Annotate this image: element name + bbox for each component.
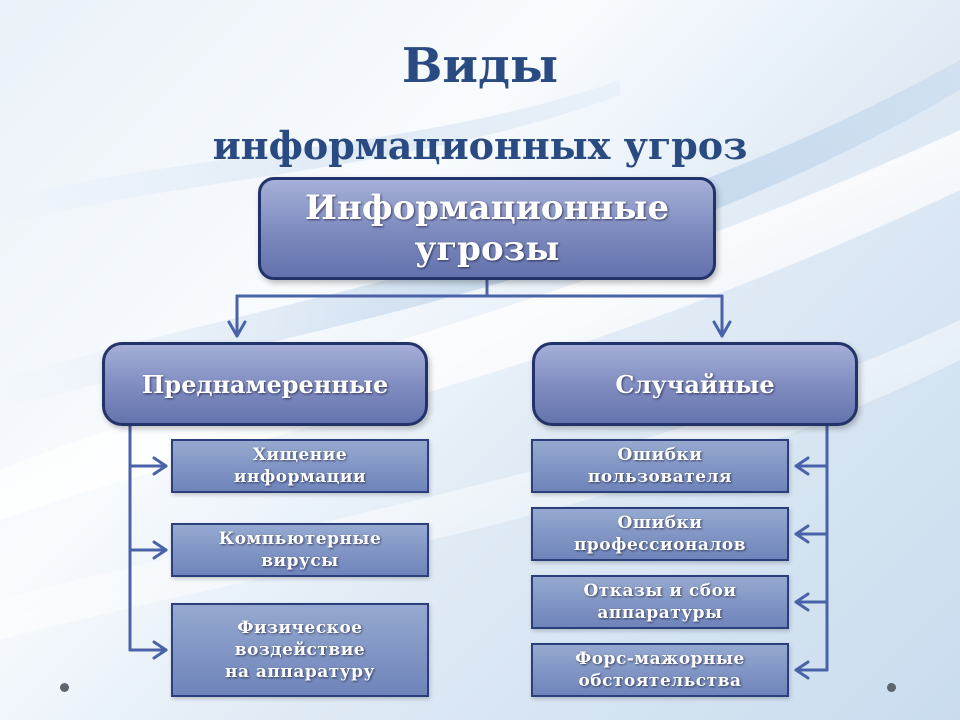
leaf-node-computer-viruses: Компьютерные вирусы [171, 523, 429, 577]
leaf-node-hardware-failures: Отказы и сбои аппаратуры [531, 575, 789, 629]
leaf-node-label: Физическое воздействие на аппаратуру [225, 617, 375, 683]
leaf-node-label: Ошибки пользователя [587, 444, 733, 487]
branch-node-accidental: Случайные [532, 342, 858, 426]
leaf-node-label: Ошибки профессионалов [573, 512, 747, 555]
root-node-information-threats: Информационные угрозы [258, 177, 716, 280]
branch-node-label: Случайные [615, 369, 775, 399]
decorative-dot [60, 683, 69, 692]
decorative-dot [887, 683, 896, 692]
page-subtitle: информационных угроз [212, 123, 748, 168]
root-node-label: Информационные угрозы [304, 187, 670, 269]
leaf-node-label: Компьютерные вирусы [218, 528, 382, 571]
leaf-node-label: Форс-мажорные обстоятельства [575, 648, 745, 691]
branch-node-intentional: Преднамеренные [102, 342, 428, 426]
leaf-node-label: Хищение информации [233, 444, 367, 487]
page-title: Виды [401, 38, 559, 94]
leaf-node-user-errors: Ошибки пользователя [531, 439, 789, 493]
leaf-node-physical-impact: Физическое воздействие на аппаратуру [171, 603, 429, 697]
leaf-node-professional-errors: Ошибки профессионалов [531, 507, 789, 561]
leaf-node-information-theft: Хищение информации [171, 439, 429, 493]
branch-node-label: Преднамеренные [141, 369, 389, 399]
leaf-node-label: Отказы и сбои аппаратуры [583, 580, 737, 623]
leaf-node-force-majeure: Форс-мажорные обстоятельства [531, 643, 789, 697]
